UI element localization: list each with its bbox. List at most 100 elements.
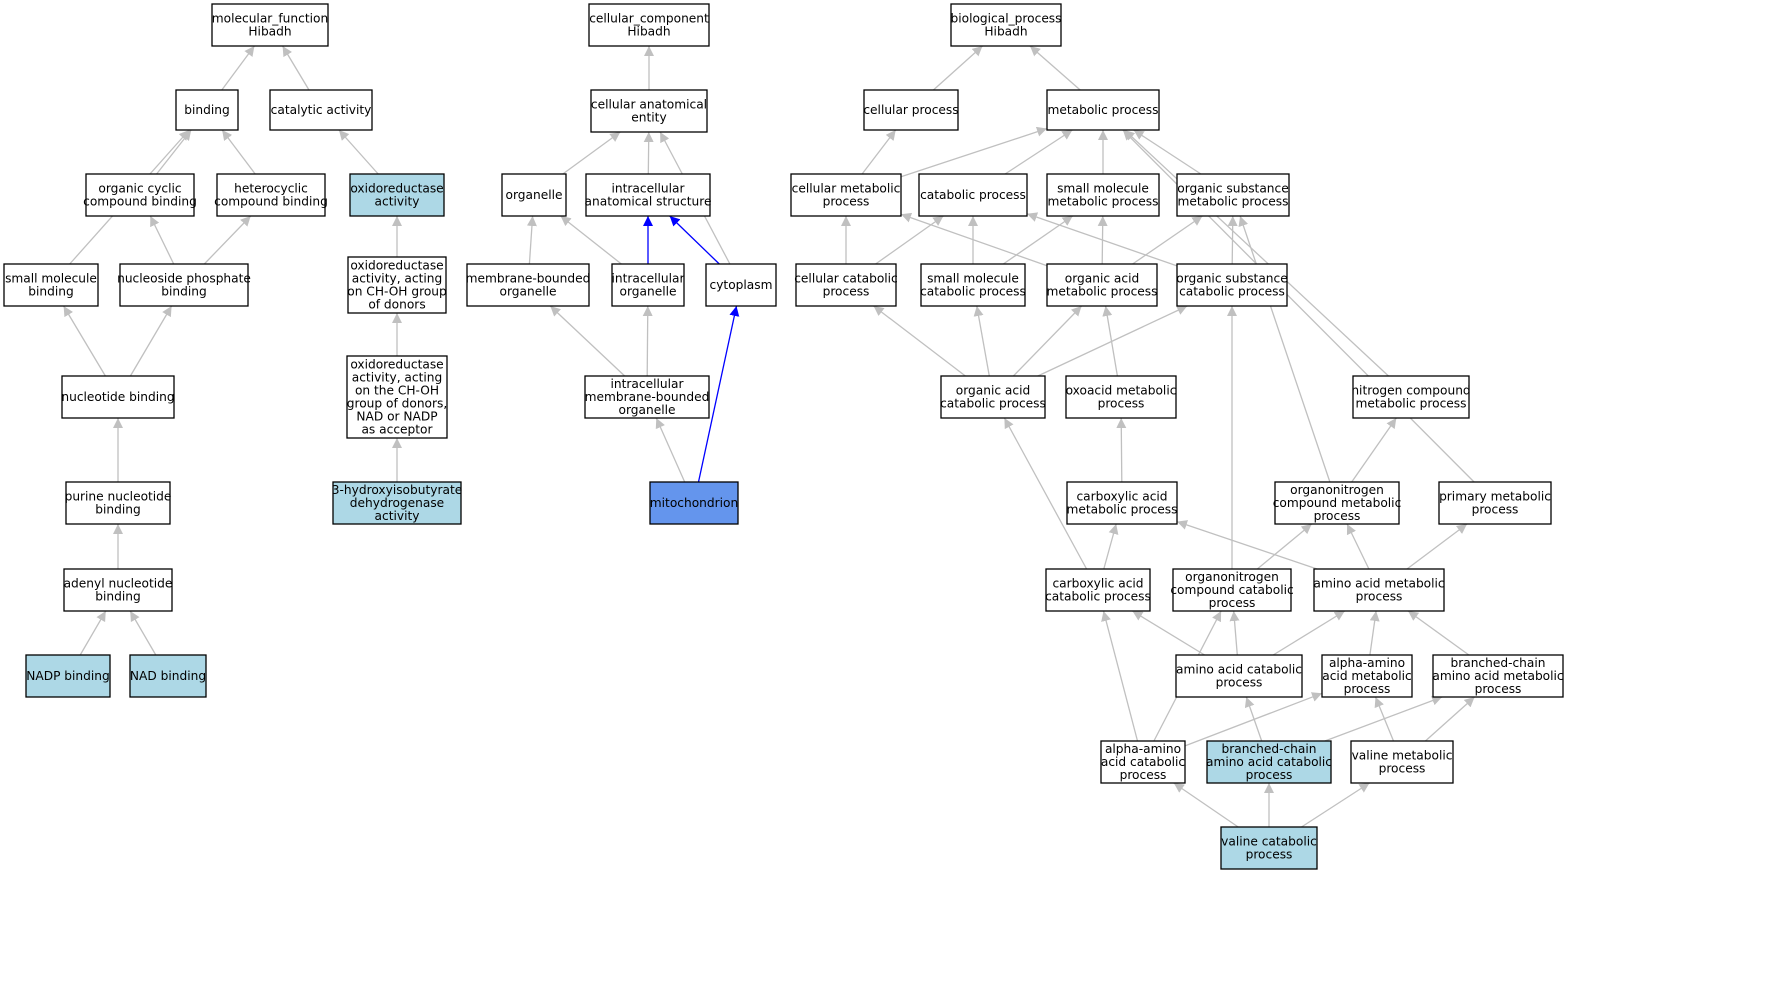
go-term-label-line: of donors [368, 298, 425, 312]
go-term-node-cellproc[interactable]: cellular process [863, 89, 959, 131]
go-term-box [1046, 263, 1158, 307]
go-term-node-nad[interactable]: NAD binding [129, 654, 207, 698]
go-term-label-line: Hibadh [984, 25, 1027, 39]
go-term-node-mito[interactable]: mitochondrion [649, 481, 739, 525]
go-term-label-line: cytoplasm [710, 278, 773, 292]
go-term-label-line: process [1344, 682, 1391, 696]
go-term-box [611, 263, 685, 307]
go-term-box [1438, 481, 1552, 525]
go-term-box [585, 173, 711, 217]
go-term-label-line: as acceptor [361, 423, 433, 437]
go-term-label-line: cellular process [863, 103, 958, 117]
go-term-box [790, 173, 902, 217]
go-term-node-catproc[interactable]: catabolic process [918, 173, 1028, 217]
edge-alacp-to-cacp [1101, 610, 1139, 742]
go-term-node-nb[interactable]: nucleotide binding [61, 375, 175, 419]
go-term-label-line: process [1216, 676, 1263, 690]
go-term-label-line: Hibadh [248, 25, 291, 39]
go-term-box [1176, 173, 1290, 217]
edge-oncmp-to-osmp [1238, 215, 1331, 483]
go-term-box [584, 375, 710, 419]
go-term-label-line: carboxylic acid [1076, 490, 1167, 504]
go-term-label-line: Hibadh [627, 25, 670, 39]
go-term-label-line: process [823, 285, 870, 299]
go-term-box [1176, 263, 1288, 307]
go-term-label-line: dehydrogenase [350, 496, 444, 510]
go-term-box [1206, 740, 1332, 784]
go-term-node-organelle[interactable]: organelle [501, 173, 567, 217]
go-term-node-nadp[interactable]: NADP binding [25, 654, 111, 698]
go-term-label-line: organonitrogen [1290, 483, 1384, 497]
go-term-label-line: process [1314, 509, 1361, 523]
go-term-box [332, 481, 462, 525]
go-term-node-cytoplasm[interactable]: cytoplasm [705, 263, 777, 307]
go-term-label-line: activity [375, 195, 420, 209]
go-term-box [65, 481, 171, 525]
go-term-box [950, 3, 1062, 47]
go-term-label-line: catabolic process [920, 285, 1026, 299]
go-term-node-catalytic[interactable]: catalytic activity [269, 89, 373, 131]
edge-cmp-to-metproc [900, 126, 1048, 178]
go-term-label-line: small molecule [927, 272, 1019, 286]
go-term-label-line: activity, acting [352, 272, 442, 286]
go-term-label-line: amino acid catabolic [1176, 663, 1302, 677]
go-term-label-line: organelle [500, 285, 557, 299]
edge-oscp-to-catproc [1026, 212, 1178, 267]
go-term-label-line: intracellular [612, 272, 686, 286]
edge-aamp-to-pmp [1406, 523, 1468, 570]
go-term-node-hibadh[interactable]: 3-hydroxyisobutyratedehydrogenaseactivit… [332, 481, 462, 525]
go-term-label-line: activity, acting [352, 371, 442, 385]
go-term-label-line: alpha-amino [1105, 742, 1181, 756]
edge-valmp-to-bcaamp [1424, 696, 1476, 742]
go-term-box [211, 3, 329, 47]
go-term-label-line: carboxylic acid [1052, 577, 1143, 591]
go-term-node-metproc[interactable]: metabolic process [1046, 89, 1160, 131]
go-term-label-line: intracellular [612, 182, 686, 196]
go-term-node-binding[interactable]: binding [175, 89, 239, 131]
go-term-box [1313, 568, 1445, 612]
edge-bcaacp-to-bcaamp [1324, 695, 1443, 742]
go-term-label-line: NADP binding [26, 669, 110, 683]
